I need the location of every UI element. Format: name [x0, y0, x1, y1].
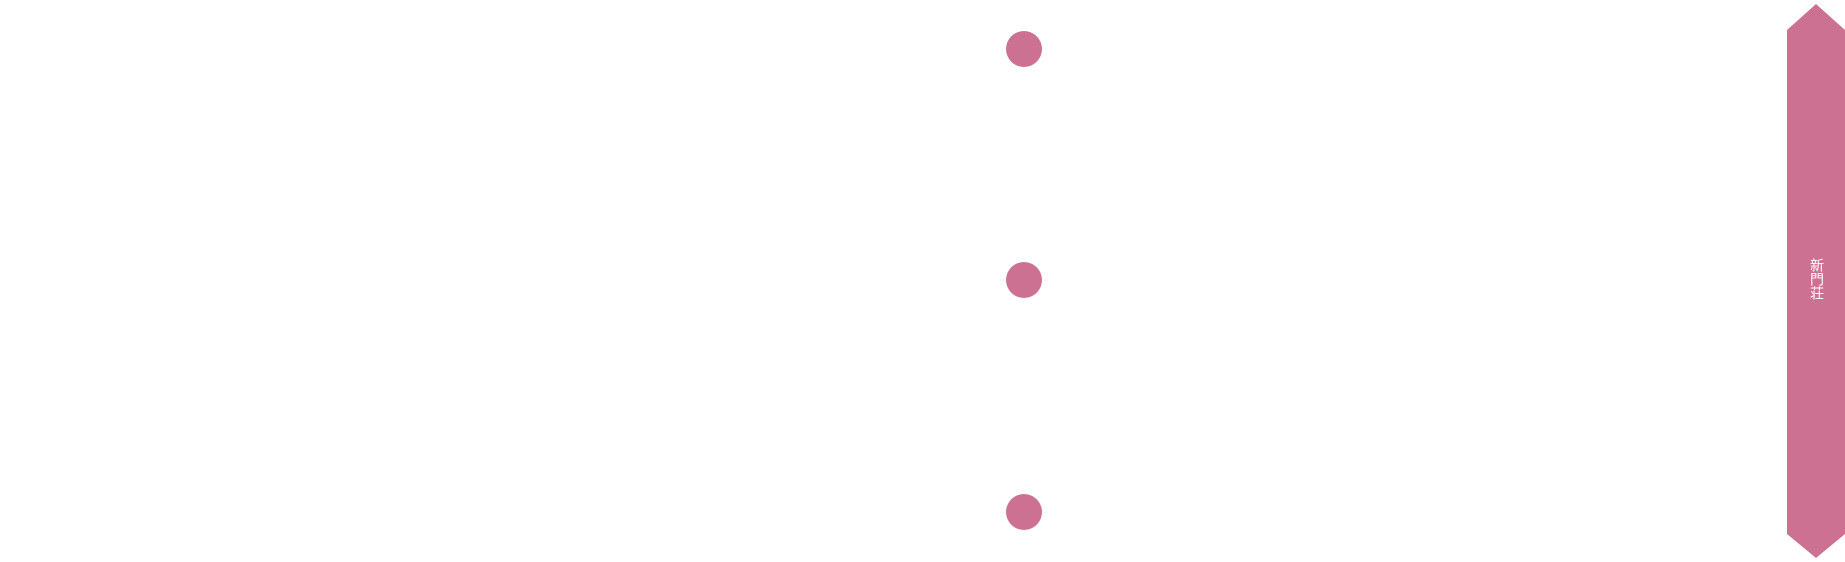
side-banner-link[interactable]: 新門荘	[1787, 4, 1845, 558]
pagination-dot-1[interactable]	[1006, 31, 1042, 67]
pagination-dot-2[interactable]	[1006, 262, 1042, 298]
pagination-dot-3[interactable]	[1006, 494, 1042, 530]
side-banner-label: 新門荘	[1808, 258, 1824, 300]
